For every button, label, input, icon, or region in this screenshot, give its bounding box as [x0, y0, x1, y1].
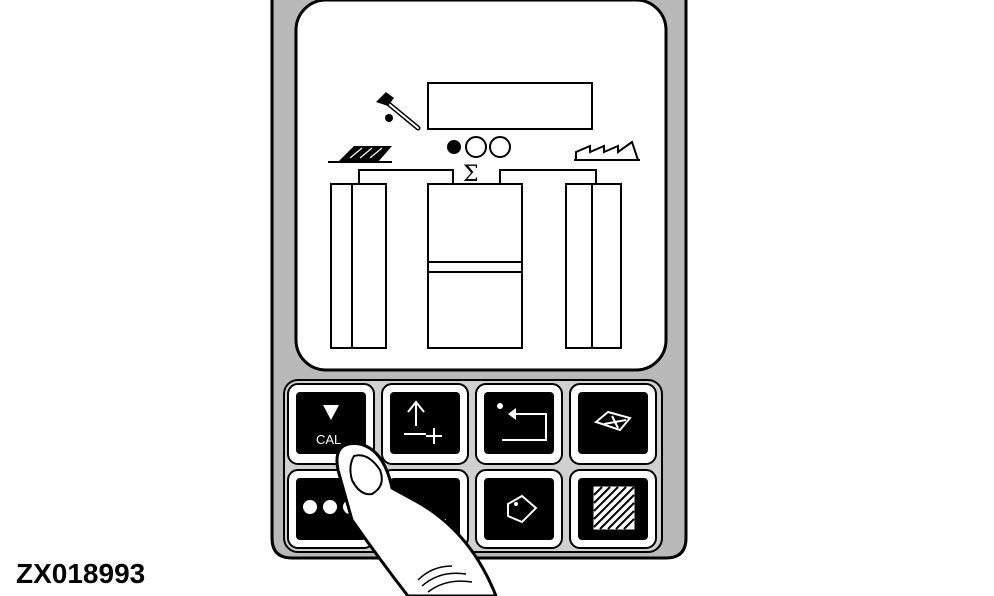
hatched-square-icon	[593, 486, 635, 530]
tag-key[interactable]	[475, 469, 563, 549]
return-arrow-icon	[497, 403, 547, 441]
field-map-key[interactable]	[569, 383, 657, 465]
readout-box	[427, 82, 593, 130]
center-bar-gauge	[427, 183, 523, 349]
sigma-symbol: Σ	[463, 162, 479, 187]
right-bar-gauge	[565, 183, 622, 349]
sawtooth-icon	[574, 140, 640, 161]
cal-key-label: CAL	[316, 432, 341, 447]
mower-icon	[328, 146, 392, 163]
indicator-dots-icon	[447, 136, 511, 158]
lift-plus-key[interactable]	[381, 383, 469, 465]
return-key[interactable]	[475, 383, 563, 465]
down-triangle-icon	[323, 405, 339, 420]
left-bar-gauge	[330, 183, 387, 349]
pointing-finger	[335, 442, 498, 596]
figure-code: ZX018993	[16, 558, 146, 589]
up-arrow-plus-icon	[404, 400, 442, 444]
hatch-key[interactable]	[569, 469, 657, 549]
wrench-icon	[376, 92, 421, 131]
tag-icon	[507, 494, 538, 524]
connector-lines	[358, 169, 597, 184]
field-map-icon	[593, 410, 632, 432]
